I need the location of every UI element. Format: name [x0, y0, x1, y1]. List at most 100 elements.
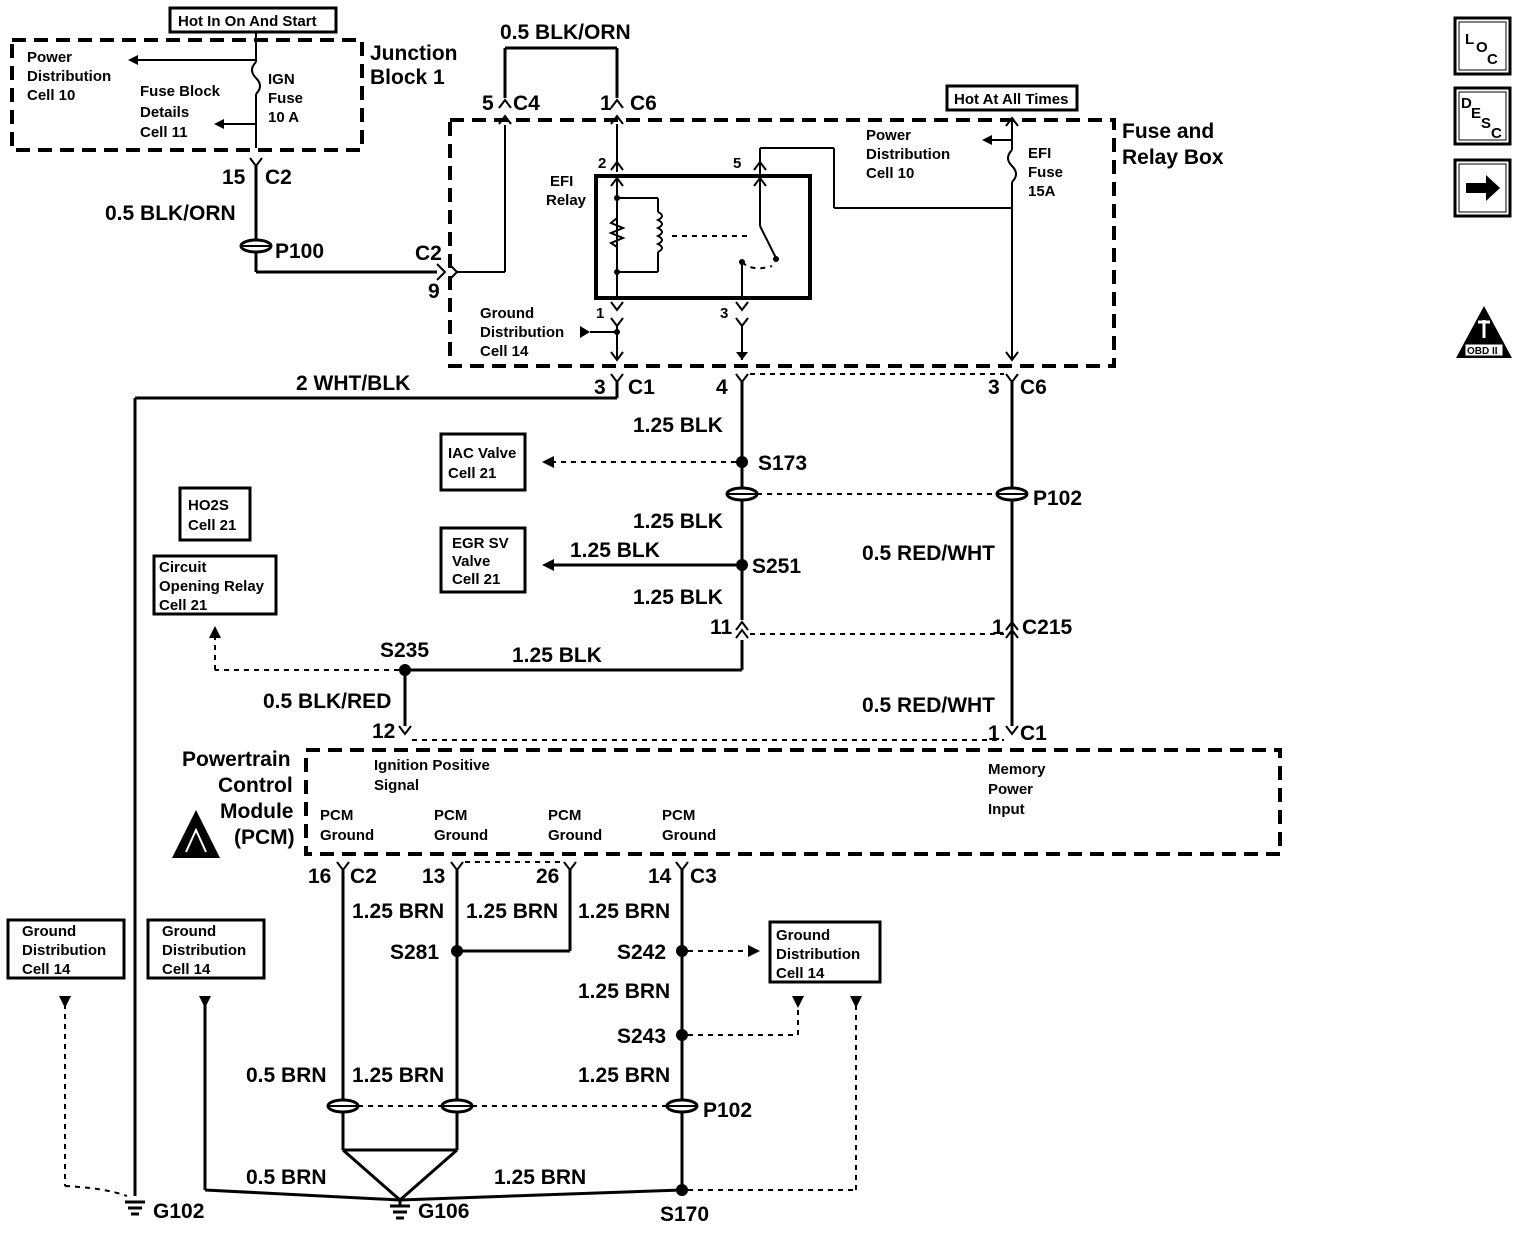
ho2s-label: HO2S	[188, 497, 229, 514]
red-wht-trunk: P102 0.5 RED/WHT 1 C215 0.5 RED/WHT 1 C1	[862, 382, 1082, 745]
next-button[interactable]	[1453, 158, 1512, 218]
pin-label: 3	[720, 305, 728, 322]
ign-fuse-icon	[251, 61, 261, 95]
pin-label: 3	[594, 376, 606, 399]
p102-label: P102	[703, 1099, 752, 1122]
connector-icon	[675, 861, 689, 872]
connector-icon	[735, 317, 749, 328]
arrow-left-icon	[542, 559, 554, 571]
power-distribution-label: Power	[27, 49, 72, 66]
esd-warning-icon	[172, 810, 220, 858]
pcm-title: Control	[218, 774, 293, 797]
top-blk-orn-loop: 0.5 BLK/ORN 5 C4 1 C6	[482, 21, 657, 125]
splice-label: S173	[758, 452, 807, 475]
desc-button[interactable]: D E S C	[1453, 86, 1512, 146]
pcm-title: (PCM)	[234, 826, 295, 849]
power-distribution-label: Cell 10	[866, 165, 914, 182]
junction-dot	[773, 256, 779, 262]
connector-icon	[610, 160, 624, 171]
wire-label: 0.5 RED/WHT	[862, 542, 995, 565]
connector-icon	[610, 351, 624, 362]
connector-icon	[610, 317, 624, 328]
wht-blk-circuit: 2 WHT/BLK	[133, 372, 619, 1196]
relay-switch-contact	[759, 225, 777, 259]
pin-label: 16	[308, 865, 331, 888]
wire-label: 0.5 BRN	[246, 1166, 327, 1189]
circuit-opening-relay-label: Opening Relay	[159, 578, 265, 595]
arrow-down-icon	[792, 996, 804, 1008]
loc-button[interactable]: L O C	[1453, 16, 1512, 76]
ign-fuse-label: Fuse	[268, 90, 303, 107]
loc-button-frame[interactable]	[1453, 16, 1512, 76]
wire-label: 2 WHT/BLK	[296, 372, 410, 395]
connector-icon	[1005, 628, 1019, 639]
connector-icon	[336, 861, 350, 872]
connector-label: C1	[1020, 722, 1047, 745]
s242-splice	[676, 945, 688, 957]
connector-icon	[1005, 373, 1019, 384]
ground-distribution-box	[146, 918, 266, 980]
pin-label: 2	[598, 155, 606, 172]
loc-button-frame	[1458, 21, 1507, 71]
connector-icon	[610, 301, 624, 312]
arrow-right-icon	[1466, 175, 1500, 201]
wire-label: 1.25 BLK	[570, 539, 660, 562]
ground-label: G102	[153, 1200, 204, 1223]
next-button-frame	[1458, 163, 1507, 213]
connector-label: C2	[265, 166, 292, 189]
obd-ii-badge: OBD II	[1456, 306, 1512, 358]
ground-distribution-label: Cell 14	[480, 343, 529, 360]
wire-label: 1.25 BRN	[466, 900, 558, 923]
arrow-left-icon	[542, 456, 554, 468]
fuse-relay-dashed-box	[448, 118, 1116, 368]
pin-label: 1	[596, 305, 604, 322]
egr-sv-valve-label: Valve	[452, 553, 490, 570]
arrow-down-icon	[59, 996, 71, 1008]
arrow-down-icon	[850, 996, 862, 1008]
pcm-ground-label: PCM	[548, 807, 581, 824]
desc-button-label: E	[1471, 105, 1481, 122]
ground-dist-dashed-wire	[64, 1185, 128, 1197]
junction-block-title: Junction	[370, 42, 458, 65]
arrow-left-icon	[214, 119, 224, 129]
wire-brn	[399, 1148, 458, 1202]
ground-distribution-label: Distribution	[22, 942, 106, 959]
arrow-down-icon	[199, 996, 211, 1008]
wire-brn	[399, 1188, 683, 1202]
ho2s-label: Cell 21	[188, 517, 236, 534]
ground-distribution-label: Cell 14	[776, 965, 825, 982]
connector-label: C6	[1020, 376, 1047, 399]
pin-label: 1	[600, 92, 612, 115]
connector-label: C215	[1022, 616, 1073, 639]
junction-block-title: Block 1	[370, 66, 445, 89]
fuse-block-label: Cell 11	[140, 124, 188, 141]
wire-brn	[204, 1188, 401, 1202]
connector-label: C2	[415, 242, 442, 265]
wire-label: 0.5 BLK/RED	[263, 690, 391, 713]
pcm-ground-connectors: 16 C2 13 26 14 C3	[308, 861, 717, 888]
obd-ii-badge-label: OBD II	[1467, 346, 1498, 357]
egr-sv-valve-box	[439, 526, 527, 594]
egr-sv-valve-label: Cell 21	[452, 571, 500, 588]
desc-button-frame[interactable]	[1453, 86, 1512, 146]
efi-fuse-label: Fuse	[1028, 164, 1063, 181]
wire-label: 1.25 BRN	[352, 1064, 444, 1087]
wire-label: 1.25 BRN	[578, 900, 670, 923]
power-distribution-label: Distribution	[27, 68, 111, 85]
pin-label: 5	[482, 92, 494, 115]
relay-linkage	[741, 261, 773, 270]
pin-label: 1	[992, 616, 1004, 639]
hot-at-all-times-box	[945, 84, 1079, 112]
hot-in-on-start-label: Hot In On And Start	[178, 13, 317, 30]
pin-label: 5	[733, 155, 741, 172]
splice-label: S242	[617, 941, 666, 964]
pcm-ground-label: PCM	[662, 807, 695, 824]
s243-splice	[676, 1029, 688, 1041]
connector-label: C2	[350, 865, 377, 888]
wire-label: 1.25 BRN	[578, 980, 670, 1003]
fuse-and-relay-box: Fuse and Relay Box Hot At All Times Powe…	[448, 84, 1224, 368]
wire-label: 1.25 BLK	[633, 510, 723, 533]
connector-icon	[610, 373, 624, 384]
connector-label: C1	[628, 376, 655, 399]
